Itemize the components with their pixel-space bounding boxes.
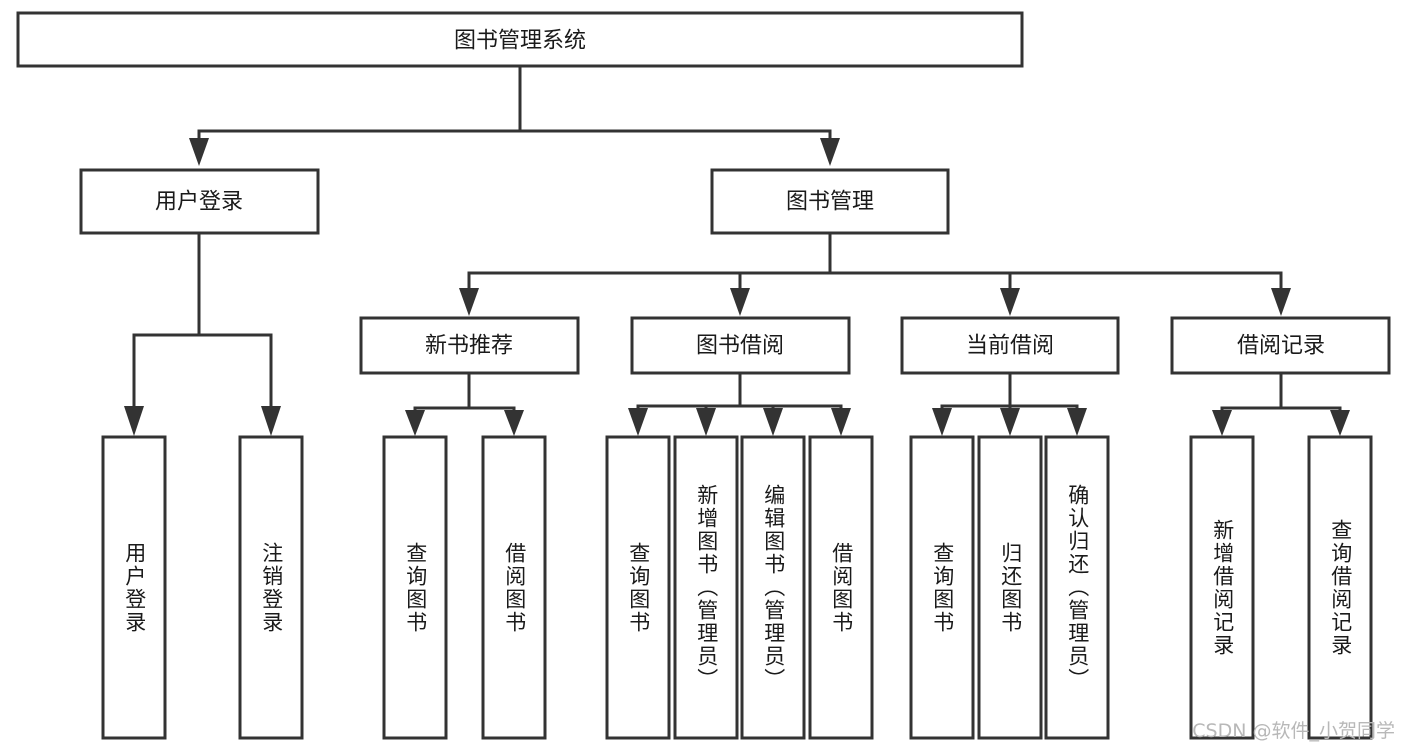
arrow-to-leaf-borrow-3 xyxy=(763,408,783,436)
arrow-to-leaf-recommend-2 xyxy=(504,410,524,436)
arrow-to-new-book-recommend xyxy=(459,288,479,316)
node-book-manage-label: 图书管理 xyxy=(786,190,874,215)
arrow-to-leaf-borrow-4 xyxy=(831,408,851,436)
leaf-box-record-1[interactable] xyxy=(1189,435,1255,740)
leaf-box-borrow-1[interactable] xyxy=(605,435,671,740)
arrow-to-leaf-current-3 xyxy=(1067,408,1087,436)
node-user-login-label: 用户登录 xyxy=(155,190,243,215)
arrow-to-book-borrow xyxy=(730,288,750,316)
node-new-book-recommend-label: 新书推荐 xyxy=(425,334,513,359)
arrow-to-user-login xyxy=(189,138,209,166)
arrow-to-book-manage xyxy=(820,138,840,166)
leaf-box-recommend-1[interactable] xyxy=(382,435,448,740)
leaf-box-user-login-2[interactable] xyxy=(238,435,304,740)
arrow-to-leaf-current-1 xyxy=(932,408,952,436)
node-book-borrow[interactable] xyxy=(630,316,851,375)
arrow-to-borrow-record xyxy=(1271,288,1291,316)
arrow-to-leaf-current-2 xyxy=(1000,408,1020,436)
node-current-borrow-label: 当前借阅 xyxy=(966,334,1054,359)
node-borrow-record[interactable] xyxy=(1170,316,1391,375)
node-book-manage[interactable] xyxy=(710,168,950,235)
node-current-borrow[interactable] xyxy=(900,316,1120,375)
arrow-to-leaf-record-2 xyxy=(1330,410,1350,436)
node-borrow-record-label: 借阅记录 xyxy=(1237,334,1325,359)
arrow-to-leaf-user-login-1 xyxy=(124,406,144,436)
arrow-to-leaf-record-1 xyxy=(1212,410,1232,436)
leaf-box-borrow-2[interactable] xyxy=(673,435,739,740)
leaf-box-borrow-3[interactable] xyxy=(740,435,806,740)
node-root-label: 图书管理系统 xyxy=(454,29,586,54)
arrow-to-current-borrow xyxy=(1000,288,1020,316)
arrow-to-leaf-recommend-1 xyxy=(405,410,425,436)
arrow-to-leaf-user-login-2 xyxy=(261,406,281,436)
node-book-borrow-label: 图书借阅 xyxy=(696,334,784,359)
node-root-system[interactable] xyxy=(16,11,1024,68)
leaf-box-current-3[interactable] xyxy=(1044,435,1110,740)
csdn-watermark: CSDN @软件_小贺同学 xyxy=(1192,720,1395,742)
leaf-box-current-1[interactable] xyxy=(909,435,975,740)
leaf-box-borrow-4[interactable] xyxy=(808,435,874,740)
arrow-to-leaf-borrow-1 xyxy=(628,408,648,436)
node-new-book-recommend[interactable] xyxy=(359,316,580,375)
leaf-box-record-2[interactable] xyxy=(1307,435,1373,740)
arrow-to-leaf-borrow-2 xyxy=(696,408,716,436)
leaf-box-recommend-2[interactable] xyxy=(481,435,547,740)
leaf-box-current-2[interactable] xyxy=(977,435,1043,740)
leaf-box-user-login-1[interactable] xyxy=(101,435,167,740)
